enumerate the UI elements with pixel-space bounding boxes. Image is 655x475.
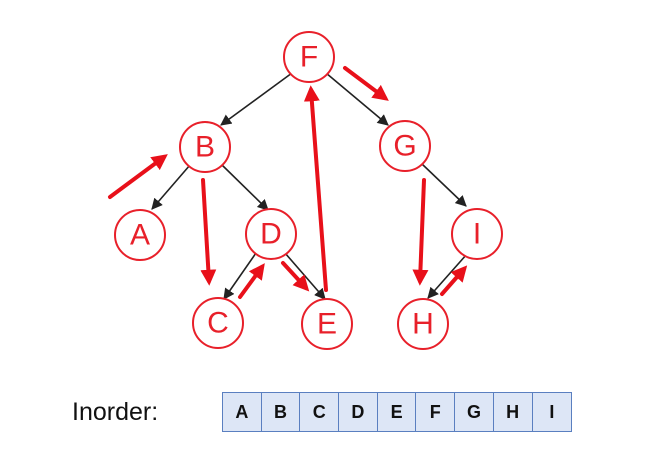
inorder-sequence: A B C D E F G H I — [222, 392, 573, 432]
node-b-label: B — [195, 131, 215, 164]
node-f-label: F — [300, 41, 318, 74]
node-h-label: H — [412, 308, 434, 341]
node-a: A — [114, 209, 166, 261]
traversal-arrow-b-c — [200, 178, 217, 286]
tree-edges — [151, 72, 468, 300]
inorder-cell: I — [549, 401, 555, 422]
inorder-cell: H — [494, 393, 533, 431]
node-d-label: D — [260, 218, 282, 251]
traversal-arrow-g-h — [412, 178, 429, 286]
traversal-arrow-h-i — [440, 265, 468, 296]
node-h: H — [397, 298, 449, 350]
inorder-cell: E — [378, 393, 417, 431]
tree-nodes: F B G A D I C E — [114, 31, 503, 350]
edge-f-g — [325, 72, 389, 126]
edge-d-e — [284, 252, 326, 300]
node-i: I — [451, 208, 503, 260]
traversal-arrow-a-b — [108, 154, 168, 199]
edge-i-h — [427, 253, 468, 299]
inorder-cell: D — [339, 393, 378, 431]
node-d: D — [245, 208, 297, 260]
traversal-arrow-f-g — [343, 66, 389, 101]
node-b: B — [179, 121, 231, 173]
node-c-label: C — [207, 307, 229, 340]
edge-b-a — [151, 164, 191, 210]
inorder-cell: F — [416, 393, 456, 431]
node-i-label: I — [473, 218, 481, 251]
edge-d-c — [223, 252, 257, 300]
edge-b-d — [221, 164, 269, 211]
inorder-cell: G — [455, 393, 494, 431]
node-e-label: E — [317, 308, 337, 341]
node-g-label: G — [393, 130, 416, 163]
edge-f-b — [220, 72, 293, 126]
inorder-label: Inorder: — [72, 398, 159, 426]
edge-g-i — [421, 163, 467, 207]
inorder-cell: C — [300, 393, 340, 431]
traversal-arrows — [108, 66, 468, 299]
node-a-label: A — [130, 219, 150, 252]
node-f: F — [283, 31, 335, 83]
inorder-cell: B — [262, 393, 301, 431]
traversal-arrow-d-e — [281, 261, 310, 292]
traversal-arrow-e-f — [303, 85, 328, 292]
node-e: E — [301, 298, 353, 350]
inorder-cell: A — [223, 393, 262, 431]
node-g: G — [379, 120, 431, 172]
traversal-arrow-c-d — [238, 263, 265, 299]
node-c: C — [192, 297, 244, 349]
